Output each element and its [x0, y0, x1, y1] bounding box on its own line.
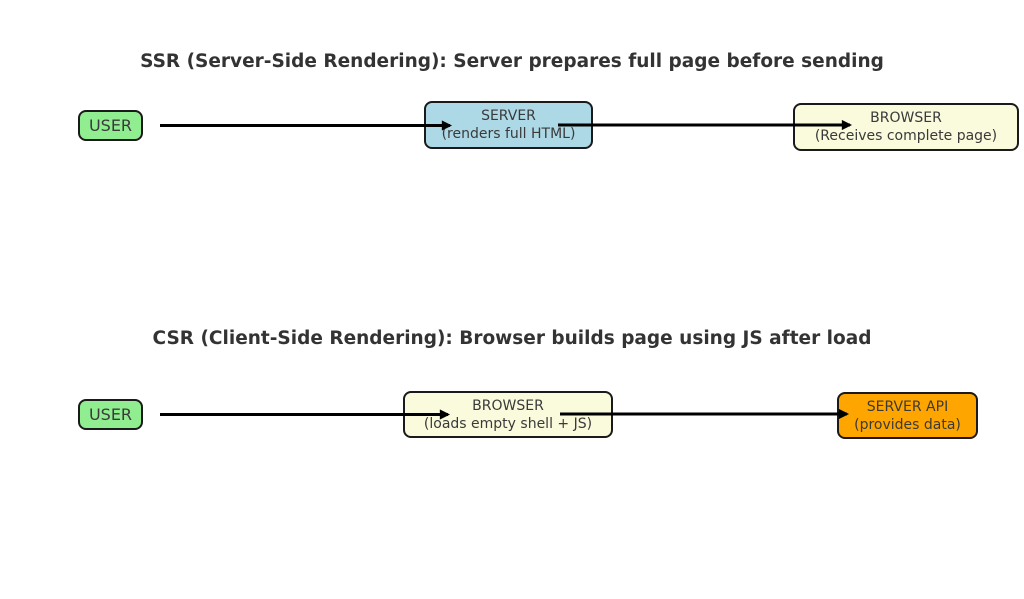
ssr-server-sublabel: (renders full HTML): [441, 126, 576, 142]
csr-browser-node: BROWSER (loads empty shell + JS): [403, 391, 613, 438]
ssr-section-title: SSR (Server-Side Rendering): Server prep…: [140, 51, 884, 72]
ssr-browser-node: BROWSER (Receives complete page): [793, 103, 1019, 151]
ssr-browser-sublabel: (Receives complete page): [814, 128, 998, 144]
csr-browser-sublabel: (loads empty shell + JS): [423, 415, 593, 432]
ssr-user-label: USER: [88, 115, 133, 135]
csr-server-api-node: SERVER API (provides data): [837, 392, 978, 439]
ssr-user-node: USER: [78, 110, 143, 141]
csr-section-title: CSR (Client-Side Rendering): Browser bui…: [152, 328, 872, 349]
ssr-browser-label: BROWSER: [870, 110, 942, 126]
csr-browser-label: BROWSER: [472, 397, 544, 414]
csr-server-api-label: SERVER API: [866, 398, 949, 415]
csr-user-node: USER: [78, 399, 143, 430]
csr-server-api-sublabel: (provides data): [854, 416, 961, 433]
ssr-server-node: SERVER (renders full HTML): [424, 101, 593, 149]
csr-user-label: USER: [88, 404, 133, 424]
ssr-server-label: SERVER: [481, 108, 536, 124]
